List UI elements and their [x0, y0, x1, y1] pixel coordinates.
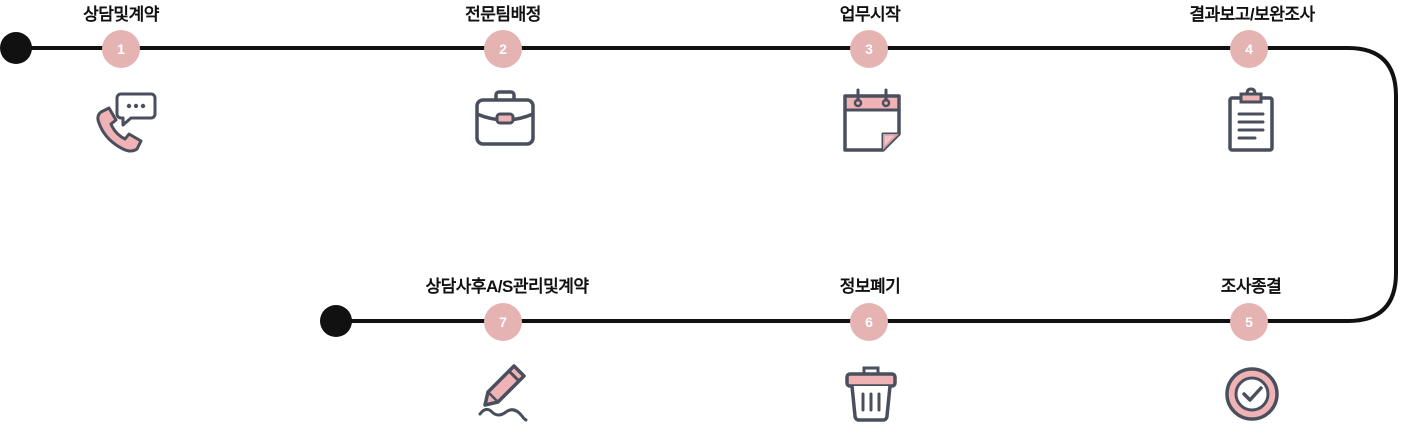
step-title: 상담사후A/S관리및계약 [425, 277, 589, 296]
step-number-badge: 6 [850, 303, 888, 341]
pen-signature-icon [470, 358, 542, 430]
process-path [14, 46, 1398, 323]
step-number-badge: 5 [1230, 303, 1268, 341]
clipboard-icon [1215, 86, 1287, 158]
step-number-badge: 4 [1230, 30, 1268, 68]
start-dot [0, 32, 32, 64]
step-title: 결과보고/보완조사 [1189, 5, 1315, 24]
check-circle-icon [1216, 358, 1288, 430]
step-title: 정보폐기 [839, 277, 901, 296]
process-track-line [0, 32, 1398, 337]
phone-chat-icon [87, 86, 159, 158]
step-title: 업무시작 [839, 5, 901, 24]
step-title: 전문팀배정 [465, 5, 541, 24]
calendar-icon [836, 86, 908, 158]
step-number-badge: 3 [850, 30, 888, 68]
step-number-badge: 2 [484, 30, 522, 68]
step-title: 조사종결 [1220, 277, 1282, 296]
briefcase-icon [469, 84, 541, 156]
step-title: 상담및계약 [83, 5, 159, 24]
step-number-badge: 1 [102, 30, 140, 68]
end-dot [320, 305, 352, 337]
step-number-badge: 7 [484, 303, 522, 341]
trash-icon [835, 358, 907, 430]
